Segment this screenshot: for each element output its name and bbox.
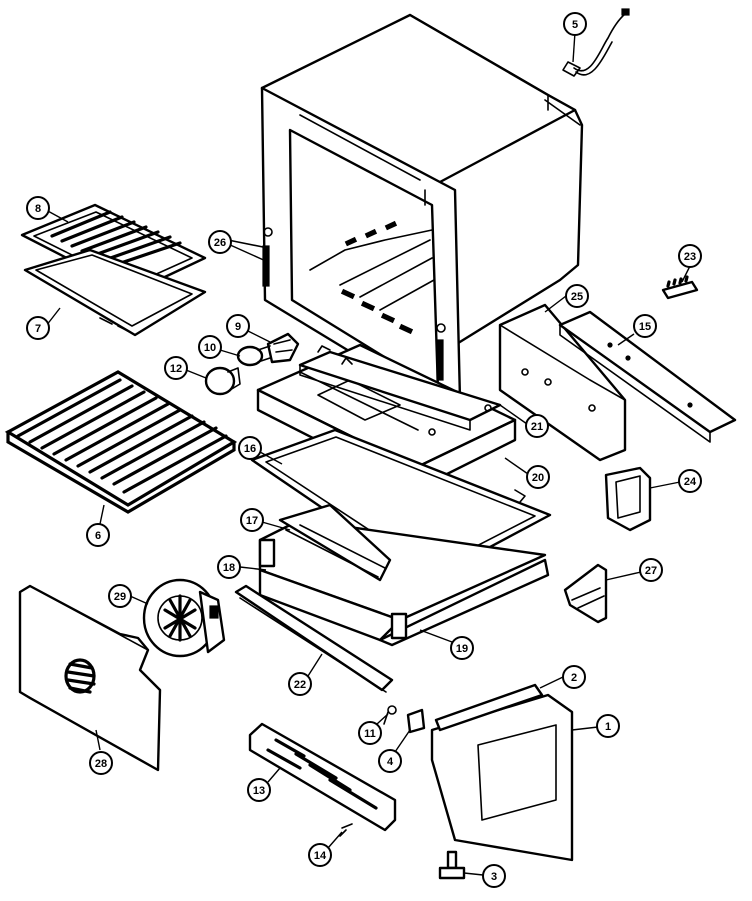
callout-10: 10 [198,335,222,359]
callout-9: 9 [226,314,250,338]
side-panel [498,303,627,462]
oven-cavity [260,13,584,407]
svg-text:13: 13 [253,785,265,797]
svg-text:10: 10 [204,342,216,354]
svg-text:26: 26 [214,237,226,249]
drawer-front [430,683,574,862]
svg-text:9: 9 [235,321,241,333]
callout-18: 18 [217,555,241,579]
box-bracket [604,466,652,532]
svg-text:11: 11 [364,728,376,740]
svg-text:23: 23 [684,251,696,263]
callout-1: 1 [596,714,620,738]
callout-19: 19 [450,636,474,660]
leveling-leg [438,850,466,880]
svg-text:14: 14 [314,850,327,862]
callout-26: 26 [208,230,232,254]
callout-29: 29 [108,584,132,608]
oven-light-assembly [204,332,300,396]
kick-plate [248,722,397,832]
svg-text:2: 2 [571,672,577,684]
callout-20: 20 [526,465,550,489]
oven-rack [4,370,238,514]
svg-text:3: 3 [491,871,497,883]
sensor-wire-part [562,8,630,77]
callout-3: 3 [482,864,506,888]
callout-21: 21 [525,414,549,438]
top-plate [558,310,737,443]
terminal-block [661,275,699,300]
callout-23: 23 [678,244,702,268]
callout-14: 14 [308,843,332,867]
svg-text:17: 17 [246,515,258,527]
callout-22: 22 [288,672,312,696]
svg-text:7: 7 [35,323,41,335]
svg-text:18: 18 [223,562,235,574]
callout-25: 25 [565,284,589,308]
svg-text:29: 29 [114,591,126,603]
broil-pan [23,248,207,337]
cavity-side-rail [227,239,269,249]
callout-28: 28 [89,751,113,775]
callout-6: 6 [86,523,110,547]
callout-12: 12 [164,356,188,380]
clip [406,708,426,734]
callouts: 5 8 7 26 23 25 [26,12,702,888]
svg-text:28: 28 [95,758,107,770]
svg-text:22: 22 [294,679,306,691]
drawer-body [258,503,550,647]
callout-16: 16 [238,436,262,460]
callout-15: 15 [633,314,657,338]
svg-text:1: 1 [605,721,611,733]
svg-text:16: 16 [244,443,256,455]
svg-text:27: 27 [645,565,657,577]
convection-fan [142,578,226,658]
callout-4: 4 [378,749,402,773]
svg-text:21: 21 [531,421,543,433]
angle-bracket [563,563,608,624]
screw [383,705,397,725]
callout-8: 8 [26,196,50,220]
callout-2: 2 [562,665,586,689]
callout-17: 17 [240,508,264,532]
back-panel [18,584,162,772]
svg-text:5: 5 [572,19,578,31]
callout-5: 5 [563,12,587,36]
svg-text:6: 6 [95,530,101,542]
callout-13: 13 [247,778,271,802]
callout-27: 27 [639,558,663,582]
callout-7: 7 [26,316,50,340]
svg-text:15: 15 [639,321,651,333]
callout-11: 11 [358,721,382,745]
screw-small [339,823,353,837]
drawer-rail [234,584,394,693]
svg-text:12: 12 [170,363,182,375]
svg-text:25: 25 [571,291,583,303]
svg-text:4: 4 [387,756,394,768]
svg-text:8: 8 [35,203,41,215]
svg-text:20: 20 [532,472,544,484]
svg-text:24: 24 [684,476,697,488]
svg-text:19: 19 [456,643,468,655]
callout-24: 24 [678,469,702,493]
